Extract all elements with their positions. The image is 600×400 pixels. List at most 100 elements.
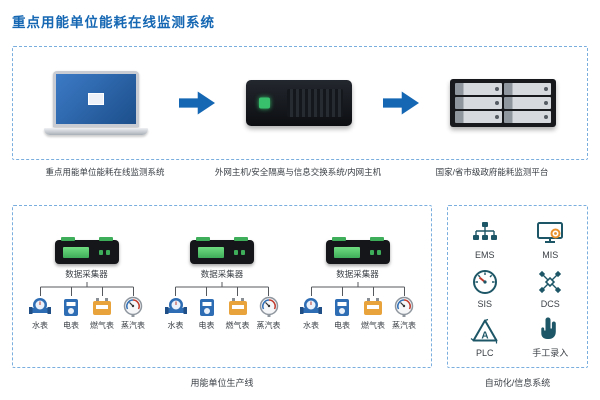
meter-item: 燃气表 bbox=[358, 296, 389, 331]
water-meter-icon bbox=[300, 296, 322, 318]
collector-screen bbox=[333, 247, 360, 258]
production-line-caption: 用能单位生产线 bbox=[190, 378, 254, 388]
system-label: MIS bbox=[542, 249, 559, 260]
meter-label: 燃气表 bbox=[225, 321, 250, 330]
gateway-server-icon bbox=[246, 80, 352, 126]
meter-item: 电表 bbox=[56, 296, 87, 331]
drive-bay bbox=[504, 97, 551, 109]
collector-group: 数据采集器 水表 电表 bbox=[296, 237, 420, 331]
gas-meter-icon bbox=[227, 296, 249, 318]
meter-label: 电表 bbox=[63, 321, 79, 330]
system-label: 手工录入 bbox=[532, 348, 569, 358]
drive-bay bbox=[504, 111, 551, 123]
laptop-display bbox=[56, 74, 136, 124]
steam-meter-icon bbox=[393, 296, 415, 318]
laptop-label: 重点用能单位能耗在线监测系统 bbox=[45, 167, 165, 177]
meter-label: 燃气表 bbox=[90, 321, 114, 330]
system-item-sis: SIS bbox=[470, 267, 500, 309]
meter-item: 蒸汽表 bbox=[118, 296, 149, 331]
system-item-ems: EMS bbox=[470, 218, 500, 260]
steam-meter-icon bbox=[258, 296, 280, 318]
electric-meter-icon bbox=[196, 296, 218, 318]
system-item-mis: MIS bbox=[535, 218, 565, 260]
server-grille bbox=[287, 89, 343, 117]
gateway-label: 外网主机/安全隔离与信息交换系统/内网主机 bbox=[214, 167, 382, 177]
gas-meter-icon bbox=[91, 296, 113, 318]
page-title: 重点用能单位能耗在线监测系统 bbox=[12, 15, 215, 30]
drive-bay bbox=[455, 97, 502, 109]
system-label: SIS bbox=[477, 298, 492, 309]
system-label: PLC bbox=[475, 347, 494, 358]
collector-group: 数据采集器 水表 电表 bbox=[25, 237, 149, 331]
systems-caption: 自动化/信息系统 bbox=[484, 378, 551, 388]
meter-item: 蒸汽表 bbox=[253, 296, 284, 331]
laptop-window bbox=[88, 93, 104, 105]
meter-label: 蒸汽表 bbox=[121, 321, 145, 330]
steam-meter-icon bbox=[122, 296, 144, 318]
meter-item: 燃气表 bbox=[222, 296, 253, 331]
meter-item: 燃气表 bbox=[87, 296, 118, 331]
ems-icon bbox=[470, 218, 500, 248]
collector-screen bbox=[62, 247, 89, 258]
connector-lines bbox=[39, 282, 134, 296]
drive-bay bbox=[504, 83, 551, 95]
manual-entry-hand-icon bbox=[535, 314, 565, 344]
connector-lines bbox=[310, 282, 405, 296]
system-item-plc: A PLC bbox=[470, 316, 500, 358]
gas-meter-icon bbox=[362, 296, 384, 318]
system-item-manual: 手工录入 bbox=[532, 314, 568, 359]
svg-text:A: A bbox=[481, 330, 488, 341]
meter-label: 水表 bbox=[167, 321, 184, 330]
laptop-screen bbox=[53, 71, 139, 127]
storage-array-icon bbox=[450, 79, 556, 127]
meter-label: 水表 bbox=[32, 321, 48, 330]
meter-item: 蒸汽表 bbox=[389, 296, 420, 331]
platform-label: 国家/省市级政府能耗监测平台 bbox=[435, 167, 549, 177]
water-meter-icon bbox=[164, 296, 187, 318]
connector-lines bbox=[175, 282, 269, 296]
meter-label: 蒸汽表 bbox=[256, 321, 281, 330]
collector-screen bbox=[198, 247, 224, 258]
water-meter-icon bbox=[29, 296, 51, 318]
collector-port bbox=[241, 250, 245, 255]
collector-port bbox=[105, 250, 110, 255]
data-collector-icon bbox=[54, 237, 119, 264]
drive-bay bbox=[455, 83, 502, 95]
collector-port bbox=[234, 250, 238, 255]
system-item-dcs: DCS bbox=[535, 267, 565, 309]
collector-port bbox=[376, 250, 381, 255]
meter-label: 蒸汽表 bbox=[392, 321, 416, 330]
arrow-right-icon bbox=[383, 91, 419, 115]
data-collector-icon bbox=[325, 237, 390, 264]
electric-meter-icon bbox=[60, 296, 82, 318]
meter-item: 水表 bbox=[296, 296, 327, 331]
top-flow-box bbox=[12, 46, 588, 160]
meter-label: 电表 bbox=[334, 321, 350, 330]
systems-box: EMS MIS SIS DCS A PLC bbox=[447, 205, 588, 368]
meter-item: 水表 bbox=[160, 296, 191, 331]
data-collector-icon bbox=[190, 237, 254, 264]
meter-label: 电表 bbox=[198, 321, 215, 330]
collector-label: 数据采集器 bbox=[336, 269, 379, 279]
arrow-right-icon bbox=[179, 91, 215, 115]
mis-icon bbox=[535, 218, 565, 248]
laptop-icon bbox=[44, 71, 148, 135]
laptop-base bbox=[44, 128, 148, 135]
system-label: DCS bbox=[540, 298, 560, 309]
plc-icon: A bbox=[470, 316, 500, 346]
system-label: EMS bbox=[474, 249, 495, 260]
meter-item: 电表 bbox=[327, 296, 358, 331]
collector-port bbox=[369, 250, 374, 255]
collector-label: 数据采集器 bbox=[200, 269, 244, 279]
drive-bay bbox=[455, 111, 502, 123]
collector-group: 数据采集器 水表 电表 bbox=[160, 237, 284, 331]
dcs-icon bbox=[535, 267, 565, 297]
collector-label: 数据采集器 bbox=[65, 269, 108, 279]
meter-row: 水表 电表 燃气表 蒸 bbox=[160, 296, 284, 331]
production-line-box: 数据采集器 水表 电表 bbox=[12, 205, 432, 368]
meter-item: 水表 bbox=[25, 296, 56, 331]
meter-label: 燃气表 bbox=[361, 321, 385, 330]
meter-item: 电表 bbox=[191, 296, 222, 331]
meter-row: 水表 电表 燃气表 蒸 bbox=[296, 296, 420, 331]
